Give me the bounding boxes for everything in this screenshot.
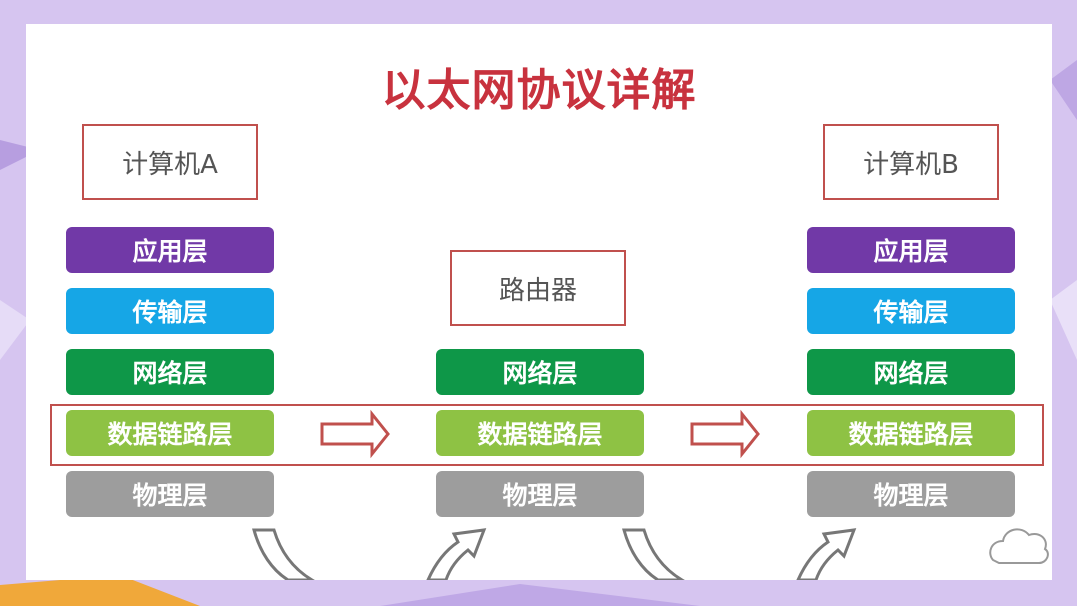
computer-b-data-link-layer: 数据链路层 [807, 410, 1015, 456]
data-link-highlight-frame [50, 404, 1044, 466]
curved-down-arrow-icon [622, 528, 685, 580]
computer-b-network-layer: 网络层 [807, 349, 1015, 395]
watermark-cloud-icon [989, 528, 1049, 564]
router-box: 路由器 [450, 250, 626, 326]
computer-b-physical-layer: 物理层 [807, 471, 1015, 517]
computer-a-transport-layer: 传输层 [66, 288, 274, 334]
slide: 以太网协议详解 计算机A 路由器 计算机B 应用层 传输层 网络层 数据链路层 … [26, 24, 1052, 580]
curved-down-arrow-icon [252, 528, 315, 580]
slide-title: 以太网协议详解 [381, 65, 697, 116]
computer-a-label: 计算机A [122, 149, 218, 180]
router-physical-layer: 物理层 [436, 471, 644, 517]
computer-b-application-layer: 应用层 [807, 227, 1015, 273]
computer-a-physical-layer: 物理层 [66, 471, 274, 517]
right-arrow-icon [320, 409, 390, 459]
curved-up-arrow-icon [426, 528, 487, 580]
diagram-arrows [252, 409, 857, 580]
router-data-link-layer: 数据链路层 [436, 410, 644, 456]
computer-b-transport-layer: 传输层 [807, 288, 1015, 334]
curved-up-arrow-icon [796, 528, 857, 580]
computer-b-label: 计算机B [863, 149, 959, 180]
right-arrow-icon [690, 409, 760, 459]
computer-a-application-layer: 应用层 [66, 227, 274, 273]
computer-a-box: 计算机A [82, 124, 258, 200]
computer-a-network-layer: 网络层 [66, 349, 274, 395]
router-label: 路由器 [498, 275, 577, 306]
computer-a-data-link-layer: 数据链路层 [66, 410, 274, 456]
router-network-layer: 网络层 [436, 349, 644, 395]
computer-b-box: 计算机B [823, 124, 999, 200]
